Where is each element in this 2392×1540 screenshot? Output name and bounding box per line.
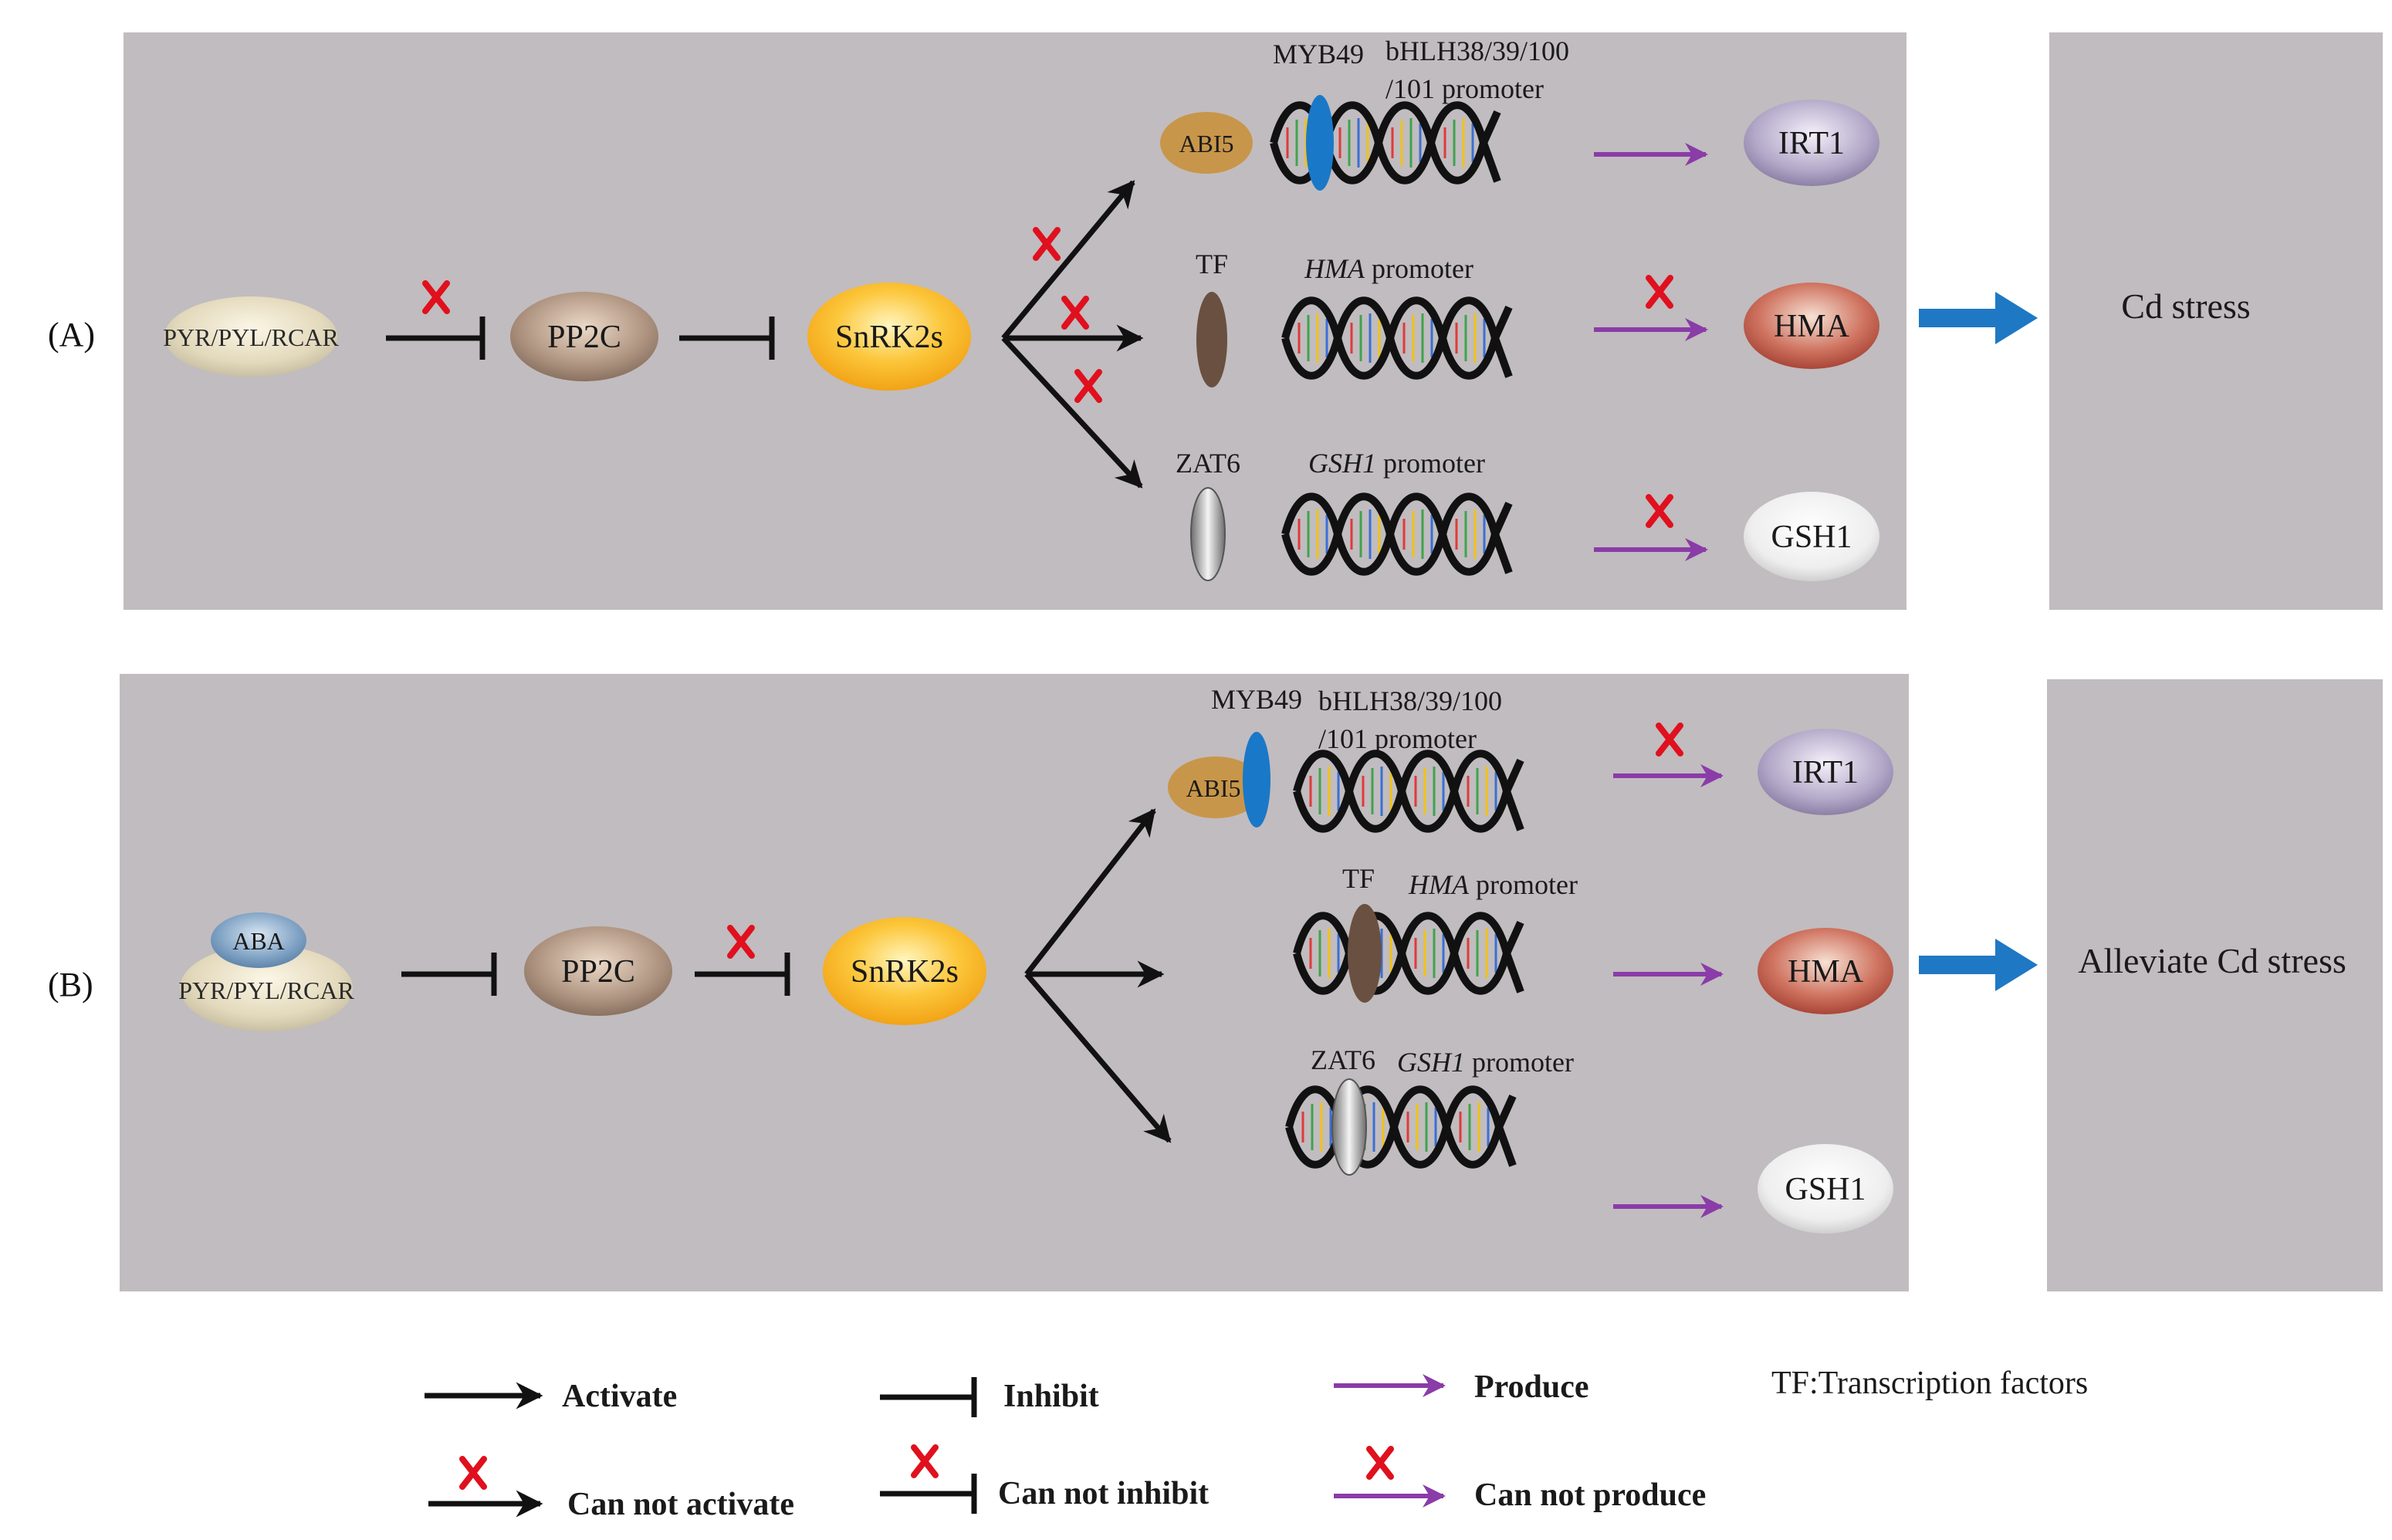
panel-a-outcome-arrow xyxy=(1919,292,2038,344)
panel-a-pp2c-node xyxy=(510,292,658,381)
panel-a-hma-promoter-label: HMA promoter xyxy=(1304,253,1473,284)
panel-b-zat6-label: ZAT6 xyxy=(1311,1044,1375,1075)
panel-a-irt1-node xyxy=(1744,100,1879,186)
panel-a-snrk-node xyxy=(807,283,971,391)
panel-a-myb49-label: MYB49 xyxy=(1273,39,1364,69)
panel-b-receptor-node xyxy=(180,945,353,1031)
panel-b-pp2c-label: PP2C xyxy=(561,954,635,990)
panel-b-aba-label: ABA xyxy=(232,927,285,955)
panel-b-gsh1-node xyxy=(1758,1144,1893,1234)
legend-inhibit-label: Inhibit xyxy=(1003,1379,1099,1414)
panel-a-zat6-label: ZAT6 xyxy=(1176,448,1240,479)
panel-a-myb49-node xyxy=(1306,95,1334,191)
panel-b-hma-promoter-label: HMA promoter xyxy=(1408,869,1578,900)
panel-b-irt1-node xyxy=(1758,729,1893,815)
panel-a-activate-arrow-down xyxy=(1001,336,1143,489)
panel-b-zat6-node xyxy=(1331,1078,1367,1176)
panel-a-hma-node xyxy=(1744,283,1879,369)
panel-b-bhlh-line1: bHLH38/39/100 xyxy=(1318,685,1502,716)
panel-b-tf-label: TF xyxy=(1342,863,1375,894)
panel-b-receptor-label: PYR/PYL/RCAR xyxy=(178,976,354,1004)
panel-b-bhlh-line2: /101 promoter xyxy=(1318,723,1477,754)
panel-b-background xyxy=(120,674,1909,1291)
panel-b-hma-node xyxy=(1758,928,1893,1014)
panel-b-snrk-node xyxy=(823,917,986,1025)
panel-b-myb49-label: MYB49 xyxy=(1211,684,1302,715)
panel-a-irt1-label: IRT1 xyxy=(1778,126,1845,161)
panel-b-activate-arrow-down xyxy=(1024,972,1172,1143)
legend-produce-label: Produce xyxy=(1474,1369,1589,1405)
panel-b-myb49-node xyxy=(1243,732,1270,828)
panel-b-irt1-label: IRT1 xyxy=(1792,755,1859,790)
panel-b-outcome-label: Alleviate Cd stress xyxy=(2078,941,2346,980)
panel-a-label: (A) xyxy=(48,316,95,354)
panel-a-receptor-node xyxy=(164,296,337,377)
panel-a-gsh1-promoter-label: GSH1 promoter xyxy=(1308,448,1485,479)
legend-cannot-inhibit-label: Can not inhibit xyxy=(998,1476,1209,1511)
panel-b-aba-node xyxy=(211,912,306,968)
panel-b-tf-node xyxy=(1348,904,1382,1003)
legend-cannot-produce-label: Can not produce xyxy=(1474,1477,1706,1513)
panel-b-activate-arrow-up xyxy=(1024,808,1156,976)
panel-b-snrk-label: SnRK2s xyxy=(851,954,959,990)
legend-cannot-activate-label: Can not activate xyxy=(567,1487,794,1522)
panel-a-tf-label: TF xyxy=(1196,249,1228,279)
panel-b-pp2c-node xyxy=(524,926,672,1016)
panel-b-outcome-arrow xyxy=(1919,939,2038,991)
panel-a-receptor-label: PYR/PYL/RCAR xyxy=(163,323,339,351)
panel-a-gsh1-label: GSH1 xyxy=(1771,520,1852,555)
panel-a-bhlh-line1: bHLH38/39/100 xyxy=(1385,36,1569,66)
legend: Activate Inhibit Produce TF:Transcriptio… xyxy=(425,1366,2088,1522)
panel-a-hma-label: HMA xyxy=(1774,309,1850,344)
panel-a-gsh1-node xyxy=(1744,492,1879,581)
panel-a-bhlh-line2: /101 promoter xyxy=(1385,73,1544,104)
panel-b-outcome-box xyxy=(2047,679,2383,1291)
panel-a-zat6-node xyxy=(1190,487,1226,581)
legend-activate-label: Activate xyxy=(562,1379,677,1414)
panel-a-abi5-label: ABI5 xyxy=(1179,130,1233,157)
cross-mark-icon xyxy=(1369,1449,1391,1477)
panel-a-snrk-label: SnRK2s xyxy=(835,320,943,355)
panel-a-activate-arrow-up xyxy=(1001,180,1135,340)
legend-tf-note: TF:Transcription factors xyxy=(1771,1366,2088,1401)
panel-a-pp2c-label: PP2C xyxy=(547,320,621,355)
panel-b-abi5-node xyxy=(1168,756,1264,818)
panel-a-tf-node xyxy=(1196,292,1227,388)
panel-b-hma-label: HMA xyxy=(1788,954,1864,990)
panel-a-outcome-label: Cd stress xyxy=(2121,286,2250,326)
panel-b-label: (B) xyxy=(48,966,93,1004)
panel-b-gsh1-promoter-label: GSH1 promoter xyxy=(1397,1047,1574,1078)
panel-b-gsh1-label: GSH1 xyxy=(1785,1172,1866,1207)
cross-mark-icon xyxy=(914,1447,935,1475)
panel-b: (B) ABA PYR/PYL/RCAR PP2C SnRK2s MYB49 b… xyxy=(48,674,2383,1291)
panel-a-outcome-box xyxy=(2049,32,2383,610)
panel-a-abi5-node xyxy=(1160,112,1253,174)
panel-a: (A) PYR/PYL/RCAR PP2C SnRK2s ABI5 MYB49 … xyxy=(48,32,2383,610)
cross-mark-icon xyxy=(462,1459,484,1487)
panel-b-abi5-label: ABI5 xyxy=(1186,774,1240,802)
